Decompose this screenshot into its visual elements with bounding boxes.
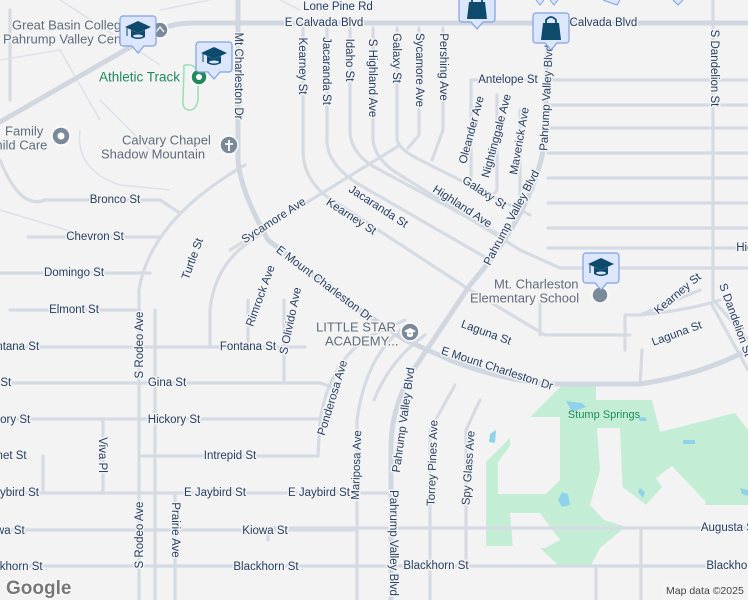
- street-label: Rimrock Ave: [244, 264, 277, 329]
- street-label: Kearney St: [296, 38, 308, 96]
- street-label: Torrey Pines Ave: [426, 420, 441, 506]
- street-label: Spy Glass Ave: [460, 430, 477, 505]
- street-label: Elmont St: [49, 304, 100, 316]
- street-label: Gina St: [148, 377, 187, 389]
- street-label: E Jaybird St: [288, 487, 351, 499]
- street-label: S Highland Ave: [366, 39, 378, 117]
- street-label: Antelope St: [478, 74, 538, 86]
- church-cross-icon[interactable]: [219, 135, 239, 155]
- park-label-stump-springs[interactable]: Stump Springs: [568, 409, 641, 421]
- street-label: Hickory St: [148, 414, 201, 426]
- street-label: E Calvada Blvd: [559, 17, 638, 29]
- poi-label-mt-charleston-school[interactable]: Elementary School: [469, 289, 581, 307]
- street-label: S Olivido Ave: [278, 286, 304, 355]
- street-label: Gina St: [0, 377, 12, 389]
- street-label: Blackhorn St: [403, 560, 469, 572]
- poi-label-little-star[interactable]: ACADEMY...: [324, 332, 400, 350]
- street-label: Prairie Ave: [169, 502, 181, 557]
- shopping-bag-icon: [466, 0, 488, 20]
- street-label: Augusta St: [701, 522, 748, 534]
- street-label: Fontana St: [220, 341, 277, 353]
- street-label: Hickory St: [0, 414, 31, 426]
- street-label: Fontana St: [0, 341, 40, 353]
- park-stump-springs: [486, 385, 748, 567]
- street-label: Kiowa St: [0, 525, 25, 537]
- street-label: Viva Pl: [96, 437, 108, 473]
- street-label: Blackhorn St: [233, 561, 299, 573]
- street-label: Garnet St: [0, 450, 27, 462]
- place-labels: Great Basin College Pahrump Valley Cente…: [0, 16, 641, 421]
- street-label: S Rodeo Ave: [134, 502, 146, 569]
- street-label: Maverick Ave: [508, 106, 532, 175]
- ponds: [489, 401, 748, 507]
- street-label: Intrepid St: [204, 450, 257, 462]
- poi-label-great-basin[interactable]: Pahrump Valley Center: [2, 30, 139, 48]
- street-label: Bronco St: [90, 194, 141, 206]
- street-label: E Mount Charleston Dr: [440, 345, 555, 393]
- street-label: Turtle St: [180, 236, 206, 281]
- map-attribution[interactable]: Map data ©2025: [666, 585, 744, 597]
- place-pin-icon[interactable]: [51, 126, 71, 146]
- shopping-marker[interactable]: [532, 12, 570, 51]
- street-label: Lone Pine Rd: [303, 1, 373, 13]
- street-label: Laguna St: [459, 318, 513, 347]
- track-pin-icon[interactable]: [190, 68, 208, 86]
- street-label: Pershing Ave: [437, 33, 449, 101]
- poi-label-athletic-track[interactable]: Athletic Track: [98, 68, 182, 86]
- marker-tips[interactable]: [535, 0, 684, 6]
- street-label: Mt Charleston Dr: [232, 33, 244, 120]
- poi-label-mt-charleston-school[interactable]: Mt. Charleston: [493, 275, 581, 293]
- street-label: Galaxy St: [390, 33, 402, 84]
- poi-label-little-star[interactable]: LITTLE STAR: [315, 318, 398, 336]
- street-label: Blackhorn St: [706, 560, 748, 572]
- school-marker[interactable]: [582, 252, 620, 291]
- street-label: S Dandelion St: [708, 30, 720, 108]
- street-label: E Jaybird St: [0, 487, 40, 499]
- street-label: Jacaranda St: [320, 37, 332, 106]
- google-logo[interactable]: Google: [5, 577, 72, 600]
- street-label: Chevron St: [66, 231, 124, 243]
- poi-label-calvary-chapel[interactable]: Calvary Chapel: [121, 131, 213, 149]
- street-label: Idaho St: [343, 39, 355, 83]
- street-label: Blackhorn St: [0, 561, 43, 573]
- street-label: E Jaybird St: [184, 487, 247, 499]
- school-icon[interactable]: [400, 322, 420, 342]
- poi-label-family-care[interactable]: Child Care: [0, 136, 49, 154]
- street-label: S Rodeo Ave: [134, 312, 146, 379]
- street-label: Ponderosa Ave: [316, 359, 350, 437]
- street-label: Mariposa Ave: [350, 430, 364, 500]
- poi-label-calvary-chapel[interactable]: Shadow Mountain: [100, 145, 207, 163]
- street-label: Pahrump Valley Blvd: [387, 490, 399, 596]
- street-label: Kiowa St: [242, 525, 288, 537]
- athletic-track-outline: [182, 64, 199, 111]
- street-label: Pahrump Valley Blvd: [538, 45, 556, 151]
- street-label: Sycamore Ave: [413, 33, 425, 107]
- street-label: E Calvada Blvd: [285, 17, 364, 29]
- street-label: Laguna St: [650, 319, 704, 348]
- poi-label-great-basin[interactable]: Great Basin College: [11, 16, 130, 34]
- street-label: Domingo St: [44, 267, 105, 279]
- poi-label-family-care[interactable]: Family: [4, 122, 46, 140]
- street-label: Highland Ave: [736, 242, 748, 254]
